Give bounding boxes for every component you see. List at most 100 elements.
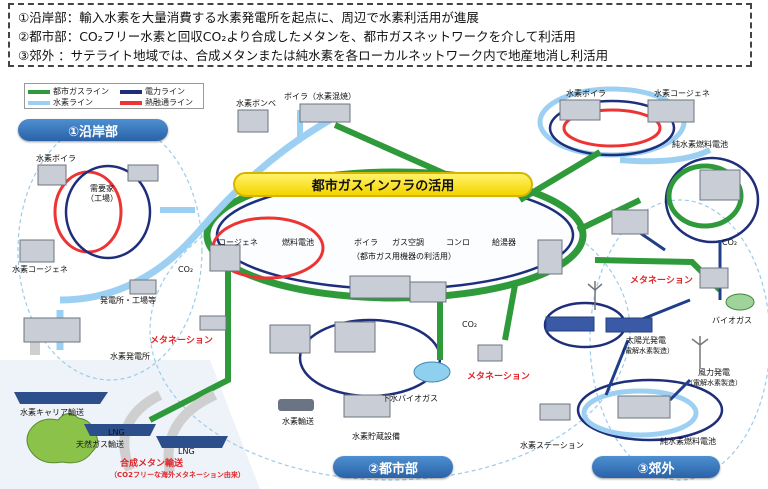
label-methanation-suburb: メタネーション bbox=[630, 276, 693, 286]
legend-gas-label: 都市ガスライン bbox=[53, 87, 109, 96]
import-arrow-2 bbox=[163, 390, 218, 473]
legend-hydrogen-swatch bbox=[28, 100, 50, 105]
wind-turbine-2 bbox=[691, 336, 709, 368]
legend-heat: 熱融通ライン bbox=[120, 97, 193, 108]
city-gas-banner: 都市ガスインフラの活用 bbox=[233, 172, 533, 197]
lng-ship-2 bbox=[156, 436, 228, 448]
label-wind-electrolysis: （電解水素製造） bbox=[686, 379, 742, 387]
building-city-tower bbox=[537, 239, 563, 275]
building-city-houses bbox=[409, 281, 447, 303]
label-stove: コンロ bbox=[446, 238, 470, 247]
building-meth-suburb bbox=[699, 267, 729, 289]
label-fuel-cell: 燃料電池 bbox=[282, 238, 314, 247]
label-h2-boiler-coast: 水素ボイラ bbox=[36, 154, 76, 163]
station-hydrogen-ring bbox=[581, 388, 699, 438]
label-h2-carrier: 水素キャリア輸送 bbox=[20, 408, 84, 417]
region-suburb-pill: ③郊外 bbox=[592, 456, 720, 478]
heat-ring-top bbox=[562, 108, 662, 148]
building-h2-plant bbox=[23, 317, 81, 343]
label-h2-cogen-coast: 水素コージェネ bbox=[12, 265, 68, 274]
arrow-meth-suburb bbox=[639, 298, 691, 322]
legend-power: 電力ライン bbox=[120, 86, 185, 97]
building-meth-urban bbox=[477, 344, 503, 362]
label-city-gas-equipment: （都市ガス用機器の利活用） bbox=[352, 252, 456, 261]
label-methanation-urban: メタネーション bbox=[467, 372, 530, 382]
note-urban: ②都市部：CO₂フリー水素と回収CO₂より合成したメタンを、都市ガスネットワーク… bbox=[18, 29, 576, 44]
label-pure-h2-fc-bottom: 純水素燃料電池 bbox=[660, 437, 716, 446]
building-h2-cogen bbox=[647, 99, 695, 123]
label-h2-station: 水素ステーション bbox=[520, 441, 584, 450]
legend-power-label: 電力ライン bbox=[145, 87, 185, 96]
hydrogen-line-coast bbox=[59, 116, 332, 304]
solar-panel-2 bbox=[605, 317, 653, 333]
label-demand: 需要家（工場） bbox=[86, 184, 118, 204]
building-school bbox=[349, 275, 411, 299]
lng-ship-1 bbox=[84, 424, 156, 436]
station-power-ring bbox=[576, 378, 724, 442]
building-factory bbox=[127, 164, 159, 182]
label-h2-storage: 水素貯蔵設備 bbox=[352, 432, 400, 441]
gas-line-suburb bbox=[576, 197, 642, 233]
buildings bbox=[19, 99, 741, 421]
gas-line-methanation bbox=[502, 284, 518, 341]
building-suburb-2 bbox=[611, 209, 649, 235]
wind-turbine-1 bbox=[587, 281, 603, 310]
label-co2-urban: CO₂ bbox=[462, 320, 478, 329]
label-water-heater: 給湯器 bbox=[492, 238, 516, 247]
power-ring-top bbox=[548, 99, 676, 157]
label-co2-coast: CO₂ bbox=[178, 265, 194, 274]
label-h2-cogen-top: 水素コージェネ bbox=[654, 89, 710, 98]
legend: 都市ガスライン 電力ライン 水素ライン 熱融通ライン bbox=[24, 83, 204, 109]
legend-heat-swatch bbox=[120, 100, 142, 105]
label-factory-text: （工場） bbox=[86, 194, 118, 203]
notes-box: ①沿岸部：輸入水素を大量消費する水素発電所を起点に、周辺で水素利活用が進展 ②都… bbox=[8, 3, 752, 67]
arrow-solar-station bbox=[604, 339, 630, 396]
label-city-cogen: コージェネ bbox=[218, 238, 258, 247]
suburb-biogas-tank bbox=[725, 293, 755, 311]
label-lng-tag-1: LNG bbox=[178, 447, 195, 456]
legend-gas: 都市ガスライン bbox=[28, 86, 109, 97]
label-synthetic-methane-transport: 合成メタン輸送 bbox=[120, 459, 184, 469]
building-urban bbox=[269, 324, 311, 354]
building-plant bbox=[129, 279, 157, 295]
label-wind-text: 風力発電 bbox=[698, 368, 730, 377]
label-overseas-methanation: （CO2フリーな海外メタネーション由来） bbox=[110, 471, 245, 479]
suburb-gas-ring bbox=[666, 163, 744, 229]
suburb-power-ring bbox=[664, 156, 760, 244]
label-lng-transport: 天然ガス輸送 bbox=[76, 440, 124, 449]
label-h2-plant: 水素発電所 bbox=[110, 352, 150, 361]
legend-power-swatch bbox=[120, 89, 142, 94]
label-methanation-coast: メタネーション bbox=[150, 336, 213, 346]
label-biogas: バイオガス bbox=[712, 316, 752, 325]
gas-line-import bbox=[148, 268, 231, 423]
coastal-power-ring bbox=[64, 164, 152, 260]
label-lng-tag-2: LNG bbox=[108, 428, 125, 437]
label-pure-h2-fc-top: 純水素燃料電池 bbox=[672, 140, 728, 149]
label-solar-text: 太陽光発電 bbox=[626, 336, 666, 345]
label-h2-cylinder: 水素ボンベ bbox=[236, 99, 276, 108]
label-boiler-h2-only: ボイラ（水素混焼） bbox=[284, 92, 356, 101]
label-solar: 太陽光発電 （電解水素製造） bbox=[618, 336, 674, 356]
legend-heat-label: 熱融通ライン bbox=[145, 98, 193, 107]
label-demand-text: 需要家 bbox=[90, 184, 114, 193]
hydrogen-line-fc bbox=[619, 147, 712, 165]
label-h2-boiler-top: 水素ボイラ bbox=[566, 89, 606, 98]
solar-panel bbox=[545, 316, 595, 332]
wind-turbines bbox=[587, 281, 709, 368]
australia-map bbox=[26, 413, 98, 464]
label-boiler: ボイラ bbox=[354, 238, 378, 247]
region-urban-pill: ②都市部 bbox=[333, 456, 453, 478]
label-sewage-biogas: 下水バイオガス bbox=[382, 394, 438, 403]
building-urban-2 bbox=[334, 321, 376, 353]
legend-hydrogen: 水素ライン bbox=[28, 97, 93, 108]
label-solar-electrolysis: （電解水素製造） bbox=[618, 347, 674, 355]
building-station bbox=[539, 403, 571, 421]
building-cogen bbox=[19, 239, 55, 263]
hydrogen-truck bbox=[278, 399, 314, 411]
hydrogen-carrier-ship bbox=[14, 392, 108, 404]
note-suburb: ③郊外 ：サテライト地域では、合成メタンまたは純水素を各ローカルネットワーク内で… bbox=[18, 48, 609, 63]
legend-hydrogen-label: 水素ライン bbox=[53, 98, 93, 107]
building-suburb bbox=[699, 169, 741, 201]
building-station-fc bbox=[617, 395, 671, 419]
